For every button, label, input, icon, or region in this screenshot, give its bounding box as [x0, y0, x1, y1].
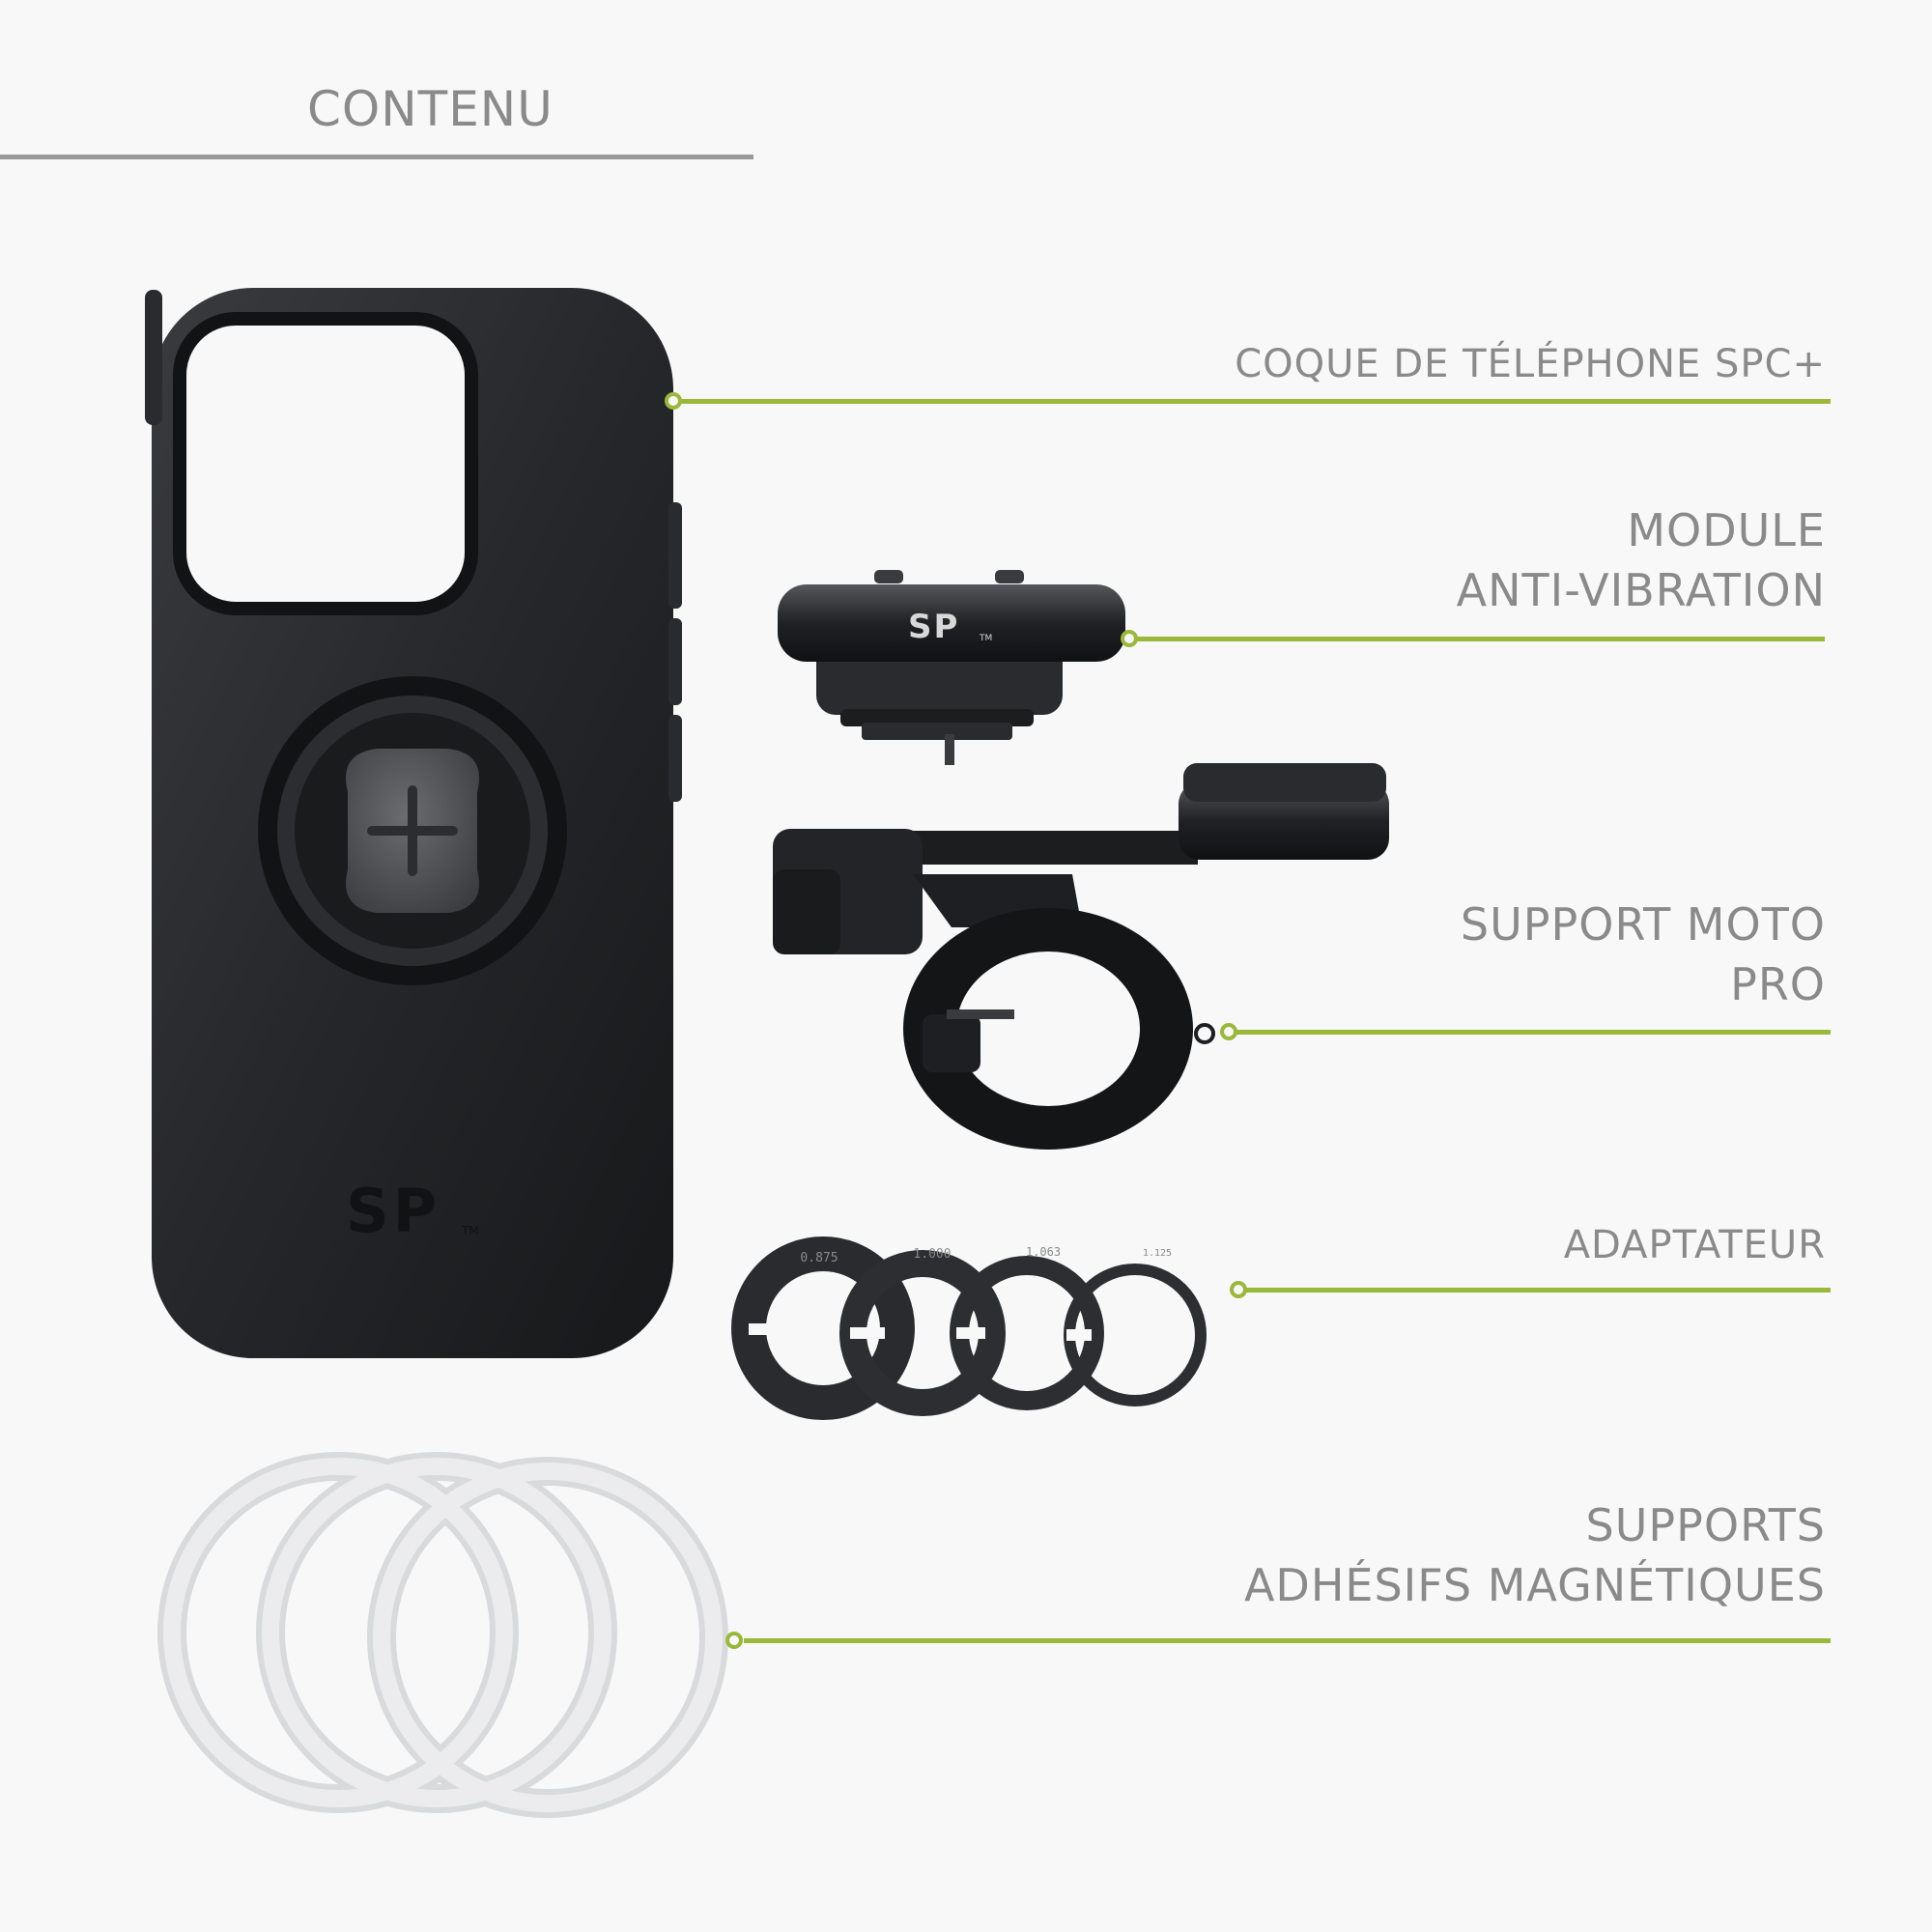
- title-divider: [0, 155, 753, 159]
- shim-size-label: 1.000: [913, 1247, 951, 1262]
- module-trademark: TM: [979, 634, 992, 643]
- leader-dot-adapter: [1230, 1281, 1247, 1298]
- phone-case-image: [145, 288, 682, 1358]
- shim-size-label: 1.063: [1026, 1245, 1061, 1259]
- label-line: PRO: [1730, 958, 1826, 1011]
- label-magnetic-adhesive-supports: SUPPORTS ADHÉSIFS MAGNÉTIQUES: [1244, 1495, 1826, 1615]
- leader-dot-anti-vibration-module: [1121, 630, 1138, 647]
- label-line: SUPPORT MOTO: [1460, 898, 1826, 951]
- leader-dot-moto-pro-mount: [1220, 1023, 1237, 1040]
- label-line: ANTI-VIBRATION: [1456, 564, 1826, 617]
- magnetic-adhesive-rings-highlight: [163, 1458, 723, 1812]
- leader-dot-magnetic-adhesive-supports: [725, 1632, 743, 1649]
- label-line: ADHÉSIFS MAGNÉTIQUES: [1243, 1559, 1826, 1612]
- leader-line-adapter: [1246, 1288, 1831, 1293]
- leader-line-phone-case: [676, 399, 1831, 404]
- anti-vibration-module-image: [778, 570, 1125, 765]
- label-line: ADAPTATEUR: [1563, 1223, 1826, 1267]
- label-line: MODULE: [1627, 504, 1826, 556]
- moto-pro-mount-image: [773, 763, 1389, 1150]
- leader-line-magnetic-adhesive-supports: [744, 1638, 1831, 1643]
- adapter-shims-image: [731, 1236, 1207, 1420]
- label-phone-case: COQUE DE TÉLÉPHONE SPC+: [1235, 338, 1826, 390]
- shim-size-label: 1.125: [1143, 1248, 1172, 1259]
- case-logo: SP: [346, 1176, 440, 1246]
- label-line: COQUE DE TÉLÉPHONE SPC+: [1235, 342, 1826, 386]
- case-trademark: TM: [461, 1224, 479, 1237]
- leader-line-anti-vibration-module: [1136, 637, 1825, 641]
- label-adapter: ADAPTATEUR: [1564, 1219, 1826, 1271]
- label-line: SUPPORTS: [1585, 1499, 1826, 1551]
- leader-line-moto-pro-mount: [1236, 1030, 1831, 1035]
- label-moto-pro-mount: SUPPORT MOTO PRO: [1461, 895, 1826, 1014]
- label-anti-vibration-module: MODULE ANTI-VIBRATION: [1457, 500, 1826, 620]
- page-title: CONTENU: [307, 81, 554, 137]
- shim-size-label: 0.875: [800, 1251, 838, 1265]
- module-logo: SP: [908, 608, 959, 646]
- leader-dot-phone-case: [665, 392, 682, 410]
